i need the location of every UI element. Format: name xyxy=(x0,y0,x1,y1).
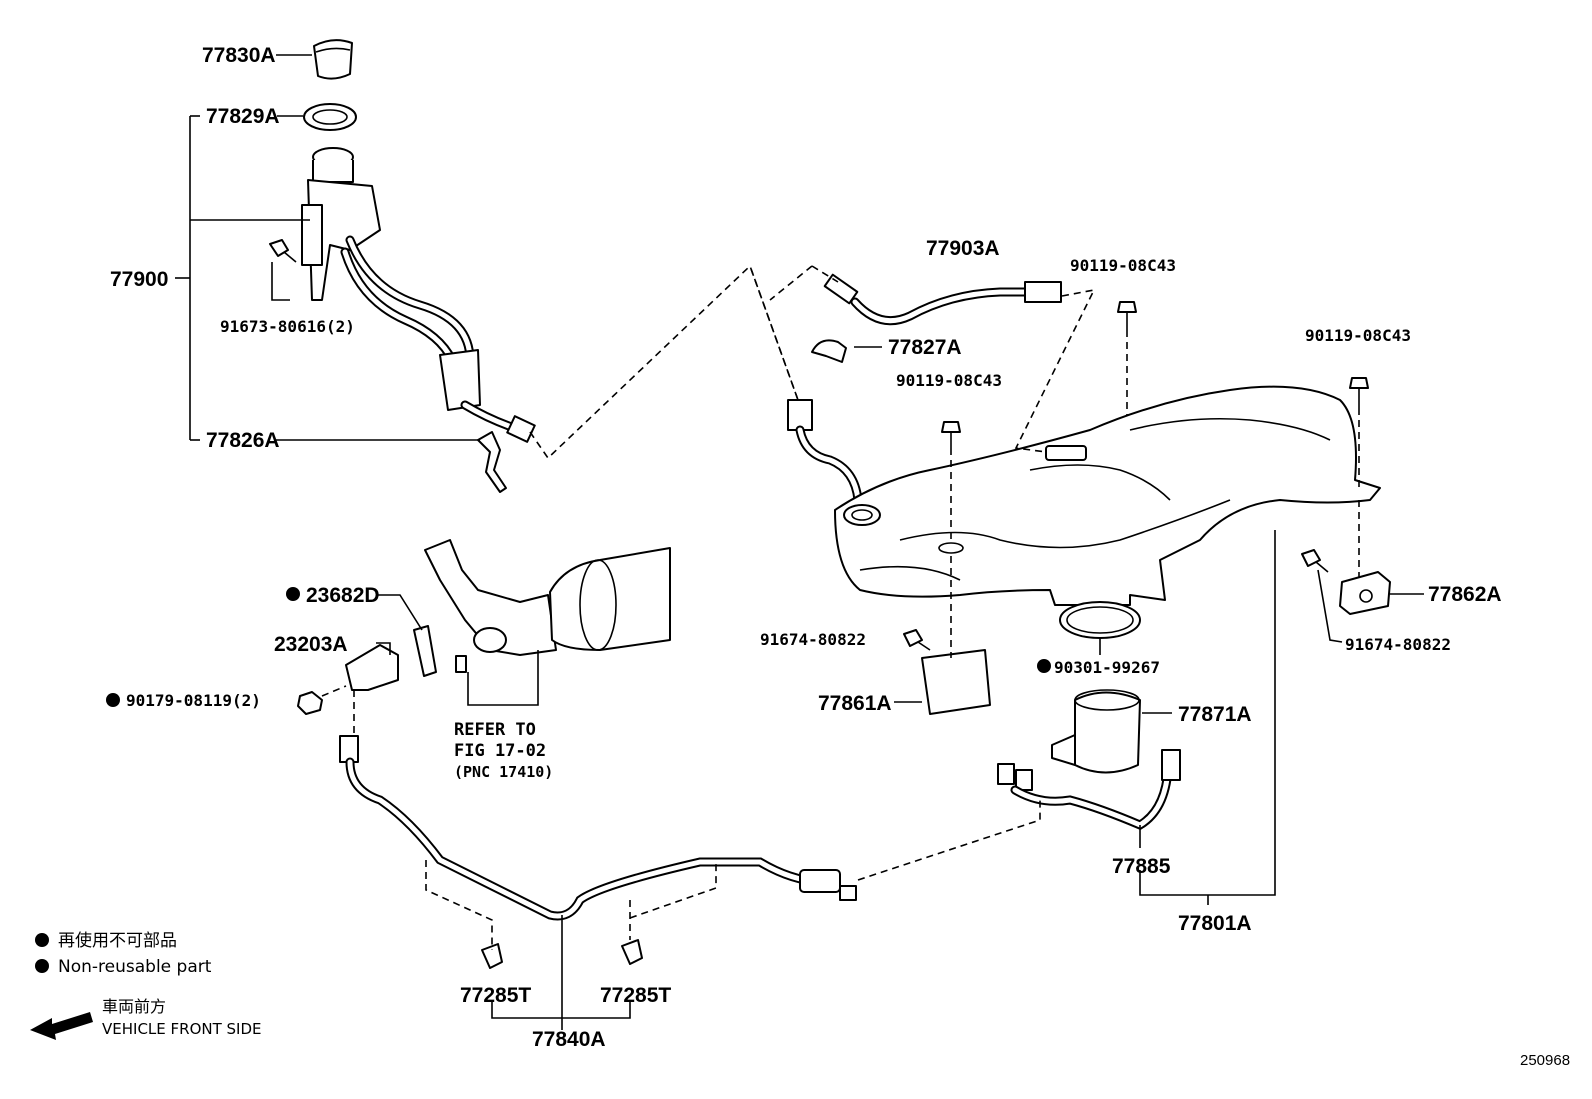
label-77900: 77900 xyxy=(110,268,168,291)
tank-gasket-ring-part xyxy=(1059,601,1141,639)
label-77840A: 77840A xyxy=(532,1028,606,1051)
bolt-91674-right-icon xyxy=(1301,549,1329,573)
legend-front-en: VEHICLE FRONT SIDE xyxy=(102,1020,262,1038)
label-90119-08C43-tank: 90119-08C43 xyxy=(1070,256,1176,275)
label-77829A: 77829A xyxy=(206,105,280,128)
refer-note-line3: (PNC 17410) xyxy=(454,763,553,781)
fuel-pump-part xyxy=(1051,689,1141,774)
label-90301-99267: 90301-99267 xyxy=(1054,658,1160,677)
legend-non-reusable-jp: 再使用不可部品 xyxy=(58,930,177,951)
exhaust-pipe-part xyxy=(424,539,671,656)
label-91673-80616: 91673-80616(2) xyxy=(220,317,355,336)
legend-front-jp: 車両前方 xyxy=(102,997,166,1016)
sensor-wire-harness-part xyxy=(339,735,857,921)
breather-hose-part xyxy=(823,273,1062,326)
label-90119-08C43-center: 90119-08C43 xyxy=(896,371,1002,390)
label-77861A: 77861A xyxy=(818,692,892,715)
bolt-91674-center-icon xyxy=(903,629,931,651)
label-23682D: 23682D xyxy=(306,584,380,607)
filler-pipe-bracket-part xyxy=(477,431,507,493)
label-77827A: 77827A xyxy=(888,336,962,359)
refer-note-line1: REFER TO xyxy=(454,720,536,740)
label-23203A: 23203A xyxy=(274,633,348,656)
legend-dot-en xyxy=(35,959,49,973)
label-77885: 77885 xyxy=(1112,855,1171,878)
label-77903A: 77903A xyxy=(926,237,1000,260)
dashed-connection-lines xyxy=(321,264,1360,950)
bolt-90119-tank-icon xyxy=(1117,301,1137,330)
wire-clamp-left-icon xyxy=(481,943,503,969)
fuel-pump-controller-part xyxy=(1339,571,1391,615)
fuel-filler-pipe-part xyxy=(301,147,536,443)
label-77285T-left: 77285T xyxy=(460,984,531,1007)
non-reusable-dot-90301 xyxy=(1037,659,1051,673)
label-77801A: 77801A xyxy=(1178,912,1252,935)
label-91674-80822-right: 91674-80822 xyxy=(1345,635,1451,654)
legend-dot-jp xyxy=(35,933,49,947)
wire-clamp-right-icon xyxy=(621,939,643,965)
fuel-tank-part xyxy=(834,385,1381,606)
label-91674-80822-center: 91674-80822 xyxy=(760,630,866,649)
non-reusable-dot-90179 xyxy=(106,693,120,707)
label-77871A: 77871A xyxy=(1178,703,1252,726)
bolt-90119-right-icon xyxy=(1349,377,1369,408)
filler-pipe-bolt-icon xyxy=(269,239,297,263)
bolt-90119-center-icon xyxy=(941,421,961,448)
tank-inlet-hose-part xyxy=(787,399,863,505)
label-77862A: 77862A xyxy=(1428,583,1502,606)
label-77285T-right: 77285T xyxy=(600,984,671,1007)
label-90119-08C43-right: 90119-08C43 xyxy=(1305,326,1411,345)
exhaust-stud-icon xyxy=(455,627,507,673)
leader-lines xyxy=(175,54,1424,1030)
label-77830A: 77830A xyxy=(202,44,276,67)
fuel-filler-cap-part xyxy=(313,39,353,80)
air-fuel-sensor-part xyxy=(345,644,399,691)
fuel-pump-wire-harness-part xyxy=(997,749,1181,831)
legend-non-reusable-en: Non-reusable part xyxy=(58,957,212,977)
refer-note-line2: FIG 17-02 xyxy=(454,741,546,761)
label-90179-08119: 90179-08119(2) xyxy=(126,691,261,710)
hose-clip-part xyxy=(811,339,847,363)
sensor-nut-icon xyxy=(297,691,323,715)
sender-gauge-bracket-part xyxy=(921,649,991,715)
non-reusable-dot-23682D xyxy=(286,587,300,601)
label-77826A: 77826A xyxy=(206,429,280,452)
filler-neck-ring-part xyxy=(303,103,357,131)
vehicle-front-arrow-icon xyxy=(30,1012,93,1040)
sensor-gasket-part xyxy=(413,625,437,677)
illustration-number: 250968 xyxy=(1520,1052,1570,1069)
